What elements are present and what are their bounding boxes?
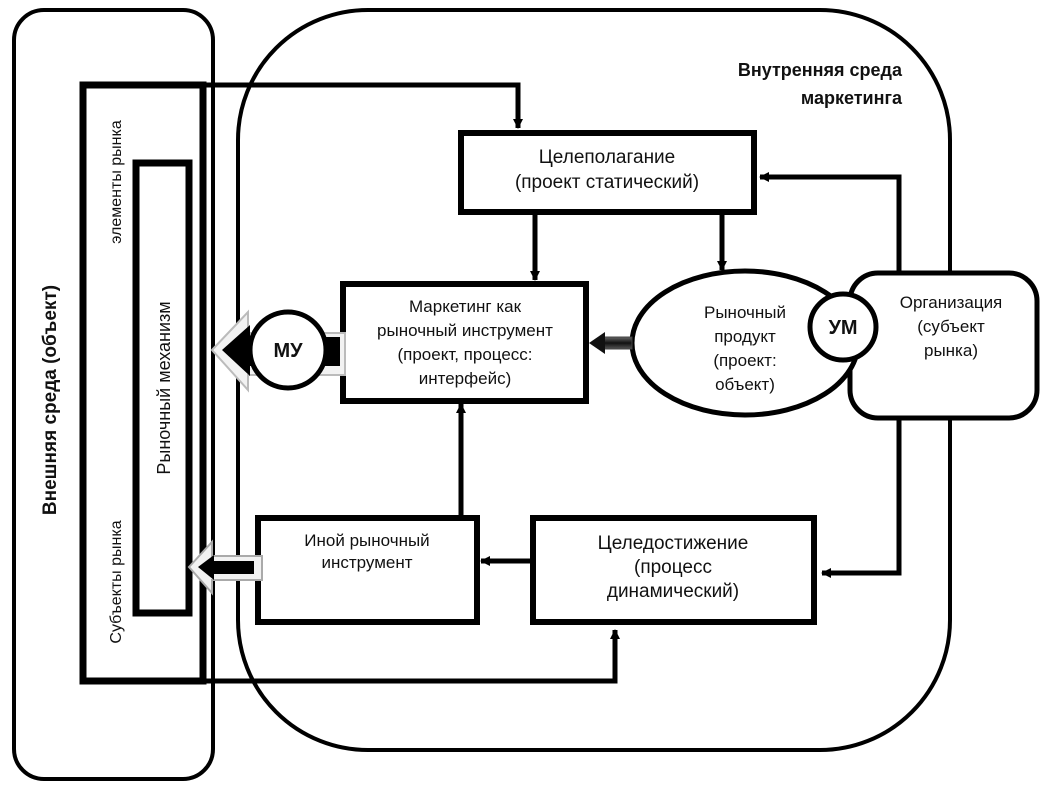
organization-line2: (субъект bbox=[917, 317, 985, 336]
market-product-line3: (проект: bbox=[713, 351, 776, 370]
um-label: УМ bbox=[828, 317, 857, 339]
market-subjects-label: Субъекты рынка bbox=[108, 520, 125, 643]
mu-circle bbox=[247, 309, 329, 391]
marketing-tool-box bbox=[340, 281, 589, 404]
inner-environment-label-line1: Внутренняя среда bbox=[738, 60, 903, 80]
market-product-line4: объект) bbox=[715, 375, 775, 394]
goal-setting-line2: (проект статический) bbox=[515, 172, 699, 193]
market-product-line2: продукт bbox=[714, 327, 776, 346]
market-frame-box bbox=[79, 81, 207, 685]
marketing-tool-line2: рыночный инструмент bbox=[377, 321, 553, 340]
market-elements-label: элементы рынка bbox=[108, 120, 125, 244]
market-mechanism-box bbox=[132, 159, 193, 617]
other-tool-line1: Иной рыночный bbox=[304, 531, 429, 550]
outer-environment-label: Внешняя среда (объект) bbox=[40, 285, 61, 515]
organization-line1: Организация bbox=[900, 293, 1003, 312]
other-tool-box bbox=[255, 515, 480, 625]
other-tool-line2: инструмент bbox=[321, 553, 412, 572]
connector-frame-to-goal-achievement bbox=[203, 629, 620, 684]
goal-achievement-line2: (процесс bbox=[634, 557, 712, 578]
organization-line3: рынка) bbox=[924, 341, 978, 360]
product-to-marketing-arrow bbox=[589, 332, 633, 354]
inner-environment-label-line2: маркетинга bbox=[801, 88, 903, 108]
marketing-tool-line3: (проект, процесс: bbox=[397, 345, 532, 364]
goal-setting-box bbox=[458, 130, 757, 215]
goal-achievement-line1: Целедостижение bbox=[598, 533, 749, 554]
connector-organization-to-goal-achievement bbox=[821, 418, 902, 578]
marketing-tool-line4: интерфейс) bbox=[419, 369, 512, 388]
other-tool-to-mechanism-arrow bbox=[187, 539, 263, 596]
connector-organization-to-goal-setting bbox=[759, 172, 902, 272]
goal-achievement-line3: динамический) bbox=[607, 581, 739, 602]
mu-label: МУ bbox=[273, 340, 303, 362]
connector-frame-to-goal-setting bbox=[203, 82, 523, 129]
market-mechanism-label: Рыночный механизм bbox=[154, 301, 174, 474]
market-product-line1: Рыночный bbox=[704, 303, 786, 322]
goal-achievement-box bbox=[530, 515, 817, 625]
marketing-tool-line1: Маркетинг как bbox=[409, 297, 522, 316]
goal-setting-line1: Целеполагание bbox=[539, 147, 676, 168]
um-circle bbox=[807, 291, 879, 363]
